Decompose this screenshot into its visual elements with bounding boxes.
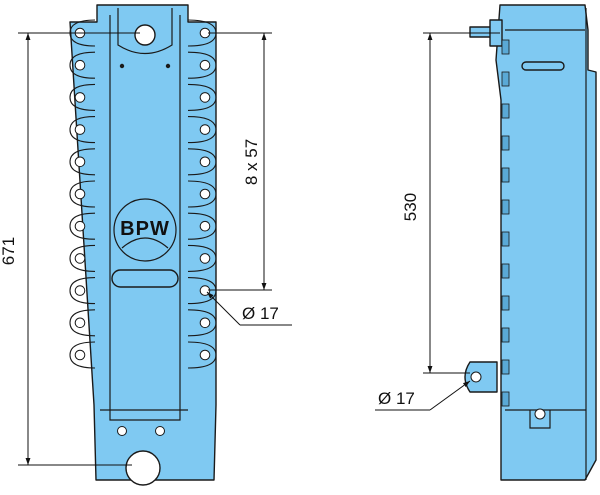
- side-view: [464, 4, 597, 481]
- right-hole: [187, 244, 217, 272]
- right-hole: [187, 309, 217, 337]
- side-notch: [501, 135, 510, 151]
- left-hole: [69, 244, 96, 272]
- dimension-overall-height: 671: [0, 32, 140, 466]
- side-notch: [501, 359, 510, 375]
- front-bottom-tube: [125, 450, 161, 486]
- left-hole: [69, 212, 96, 240]
- bpw-logo: BPW: [113, 198, 177, 262]
- dimension-hole-pitch: 8 x 57: [208, 32, 272, 291]
- side-notch: [501, 199, 510, 215]
- front-body: [69, 4, 217, 481]
- side-notch: [501, 263, 510, 279]
- left-hole: [69, 148, 96, 176]
- right-hole-row: [187, 19, 217, 369]
- right-hole: [187, 116, 217, 144]
- side-notch-row: [501, 39, 510, 407]
- side-height-value: 530: [401, 193, 420, 221]
- side-notch: [501, 167, 510, 183]
- side-notch: [501, 71, 510, 87]
- side-notch: [501, 327, 510, 343]
- front-slot: [111, 269, 179, 288]
- left-hole: [69, 180, 96, 208]
- side-notch: [501, 295, 510, 311]
- side-notch: [501, 39, 510, 55]
- right-hole: [187, 180, 217, 208]
- overall-height-value: 671: [0, 237, 18, 265]
- side-body: [495, 4, 597, 481]
- front-hole-diameter-value: Ø 17: [242, 304, 279, 323]
- right-hole: [187, 83, 217, 111]
- dimension-front-hole-diameter: Ø 17: [206, 291, 292, 326]
- left-hole: [69, 51, 96, 79]
- dimension-side-hole-diameter: Ø 17: [375, 380, 471, 411]
- right-hole: [187, 341, 217, 369]
- side-notch: [501, 231, 510, 247]
- side-hole-diameter-value: Ø 17: [378, 389, 415, 408]
- side-notch: [501, 391, 510, 407]
- logo-text: BPW: [120, 218, 170, 240]
- left-hole: [69, 277, 96, 305]
- left-hole: [69, 309, 96, 337]
- left-hole: [69, 83, 96, 111]
- front-view: BPW: [69, 4, 217, 486]
- left-hole: [69, 116, 96, 144]
- right-hole: [187, 212, 217, 240]
- left-hole: [69, 341, 96, 369]
- hole-pitch-value: 8 x 57: [242, 139, 261, 185]
- right-hole: [187, 148, 217, 176]
- right-hole: [187, 51, 217, 79]
- side-notch: [501, 103, 510, 119]
- front-top-hole: [134, 24, 156, 46]
- dimension-side-height: 530: [401, 32, 500, 374]
